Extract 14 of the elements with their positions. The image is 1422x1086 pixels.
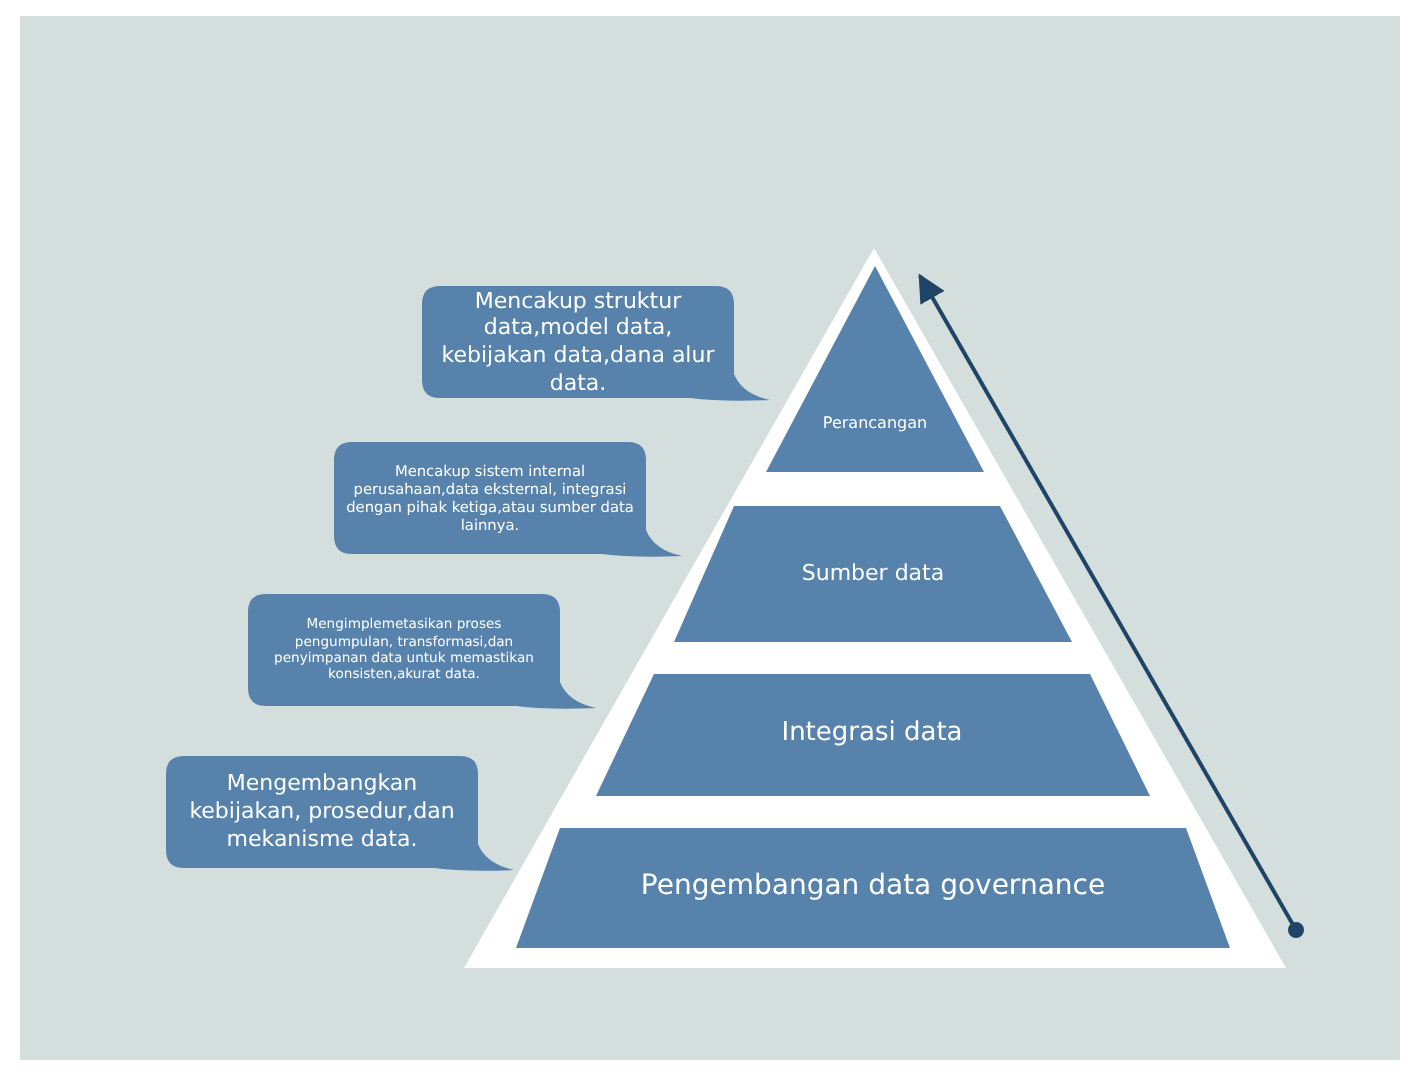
pyramid-layer: [766, 266, 984, 472]
speech-bubble: [422, 286, 770, 402]
pyramid-layer: [516, 828, 1230, 948]
layer-label: Pengembangan data governance: [640, 870, 1106, 906]
pyramid-layer: [596, 674, 1150, 796]
bubble-text: Mengembangkan kebijakan, prosedur,dan mekanisme data.: [187, 770, 457, 854]
speech-bubble: [334, 442, 682, 558]
pyramid-layer: [674, 506, 1072, 642]
speech-bubble: [248, 594, 596, 710]
layer-label: Sumber data: [801, 560, 945, 588]
layer-label: Integrasi data: [781, 718, 963, 752]
bubble-text: Mencakup struktur data,model data, kebijakan data,dana alur data.: [439, 287, 717, 397]
layer-label: Perancangan: [822, 414, 928, 434]
speech-bubble: [166, 756, 514, 872]
